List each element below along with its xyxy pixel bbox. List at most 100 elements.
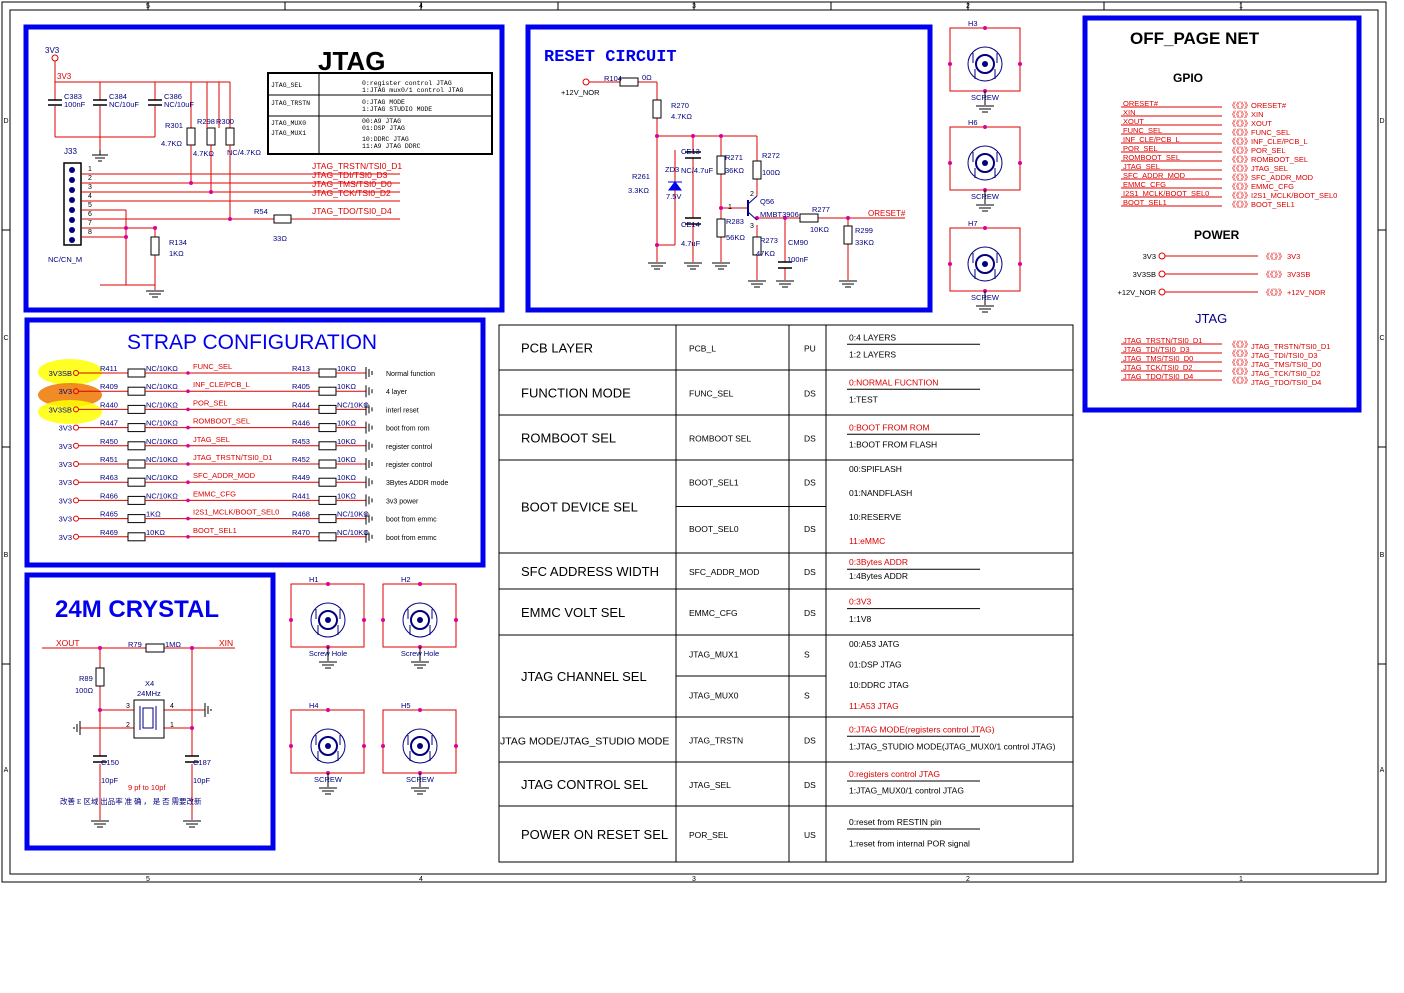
offpage-connector-icon: 《《》》 xyxy=(1228,367,1252,376)
config-option: 1:2 LAYERS xyxy=(849,349,896,359)
offpage-connector-icon: 《《》》 xyxy=(1262,252,1286,261)
net-label: JTAG_TCK/TSI0_D2 xyxy=(312,188,391,198)
connector-note: NC/CN_M xyxy=(48,255,82,264)
reset-section: RESET CIRCUIT +12V_NOR xyxy=(525,24,933,313)
res-ref: R272 xyxy=(762,151,780,160)
strap-net: SFC_ADDR_MOD xyxy=(193,471,256,480)
strap-power: 3V3 xyxy=(59,424,72,433)
screw-label: Screw Hole xyxy=(309,649,347,658)
strap-net: EMMC_CFG xyxy=(193,489,236,498)
config-type: DS xyxy=(804,608,816,618)
res-val: 100Ω xyxy=(762,168,781,177)
crystal-section: 24M CRYSTAL XOUT XIN R79 xyxy=(24,572,276,851)
res-ref: R271 xyxy=(725,153,743,162)
diode-val: 7.5V xyxy=(666,192,681,201)
jtag-section: JTAG JTAG_SEL 0:register control JTAG 1:… xyxy=(23,24,505,313)
gpio-net-right: SFC_ADDR_MOD xyxy=(1251,173,1314,182)
col-label: 1 xyxy=(1239,876,1243,883)
res-ref: R405 xyxy=(292,382,310,391)
pin-number: 5 xyxy=(88,202,92,209)
config-type: DS xyxy=(804,389,816,399)
gpio-net-left: ROMBOOT_SEL xyxy=(1123,153,1180,162)
config-option: 01:DSP JTAG xyxy=(849,660,902,670)
pin-number: 2 xyxy=(750,191,754,198)
power-net-right: 3V3SB xyxy=(1287,270,1310,279)
config-option: 00:A53 JATG xyxy=(849,639,899,649)
config-label: EMMC VOLT SEL xyxy=(521,605,625,620)
res-val: 10KΩ xyxy=(337,455,356,464)
screw-label: SCREW xyxy=(971,93,1000,102)
config-type: US xyxy=(804,830,816,840)
row-label: D xyxy=(1379,118,1384,125)
crystal-val: 24MHz xyxy=(137,689,161,698)
strap-net: POR_SEL xyxy=(193,398,228,407)
res-ref: R89 xyxy=(79,674,93,683)
config-type: S xyxy=(804,650,810,660)
offpage-connector-icon: 《《》》 xyxy=(1228,137,1252,146)
pin-number: 3 xyxy=(88,184,92,191)
res-val: 10KΩ xyxy=(337,437,356,446)
gpio-net-left: INF_CLE/PCB_L xyxy=(1123,135,1180,144)
jtag-table-desc: 00:A9 JTAG xyxy=(362,118,401,125)
strap-net: ROMBOOT_SEL xyxy=(193,417,250,426)
jtag-net-right: JTAG_TDO/TSI0_D4 xyxy=(1251,378,1321,387)
config-signal: POR_SEL xyxy=(689,830,728,840)
config-type: PU xyxy=(804,344,816,354)
strap-net: INF_CLE/PCB_L xyxy=(193,380,250,389)
res-val: 4.7KΩ xyxy=(161,139,182,148)
screw-label: SCREW xyxy=(971,293,1000,302)
config-option: 1:BOOT FROM FLASH xyxy=(849,439,937,449)
screw-ref: H3 xyxy=(968,19,978,28)
res-ref: R453 xyxy=(292,437,310,446)
pin-number: 2 xyxy=(126,722,130,729)
res-val: NC/10KΩ xyxy=(146,491,178,500)
transistor-ref: Q56 xyxy=(760,197,774,206)
config-signal: PCB_L xyxy=(689,344,716,354)
pin-number: 1 xyxy=(728,204,732,211)
config-signal: JTAG_MUX0 xyxy=(689,691,739,701)
res-ref: R104 xyxy=(604,74,622,83)
gpio-net-left: ORESET# xyxy=(1123,99,1159,108)
offpage-connector-icon: 《《》》 xyxy=(1228,358,1252,367)
config-label: JTAG MODE/JTAG_STUDIO MODE xyxy=(500,736,669,748)
res-ref: R270 xyxy=(671,101,689,110)
config-option: 01:NANDFLASH xyxy=(849,488,912,498)
power-label: 3V3 xyxy=(45,46,60,55)
offpage-connector-icon: 《《》》 xyxy=(1228,155,1252,164)
offpage-connector-icon: 《《》》 xyxy=(1228,376,1252,385)
config-type: DS xyxy=(804,567,816,577)
power-net-right: +12V_NOR xyxy=(1287,288,1326,297)
config-option: 0:3V3 xyxy=(849,597,871,607)
offpage-connector-icon: 《《》》 xyxy=(1262,288,1286,297)
gpio-net-left: JTAG_SEL xyxy=(1123,162,1160,171)
cap-val: 100nF xyxy=(64,100,86,109)
net-label: ORESET# xyxy=(868,209,906,218)
crystal-note-cn: 改善 E 区域 出品率 准 确 ， 是 否 需要改新 xyxy=(60,796,202,806)
supply-label: +12V_NOR xyxy=(561,88,600,97)
res-val: NC/10KΩ xyxy=(146,455,178,464)
config-type: DS xyxy=(804,780,816,790)
gpio-net-left: POR_SEL xyxy=(1123,144,1158,153)
gpio-net-left: FUNC_SEL xyxy=(1123,126,1162,135)
config-signal: EMMC_CFG xyxy=(689,608,738,618)
reset-title: RESET CIRCUIT xyxy=(544,48,677,67)
config-signal: BOOT_SEL0 xyxy=(689,524,739,534)
config-label: ROMBOOT SEL xyxy=(521,431,616,446)
res-val: NC/10KΩ xyxy=(146,364,178,373)
res-val: NC/10KΩ xyxy=(146,382,178,391)
res-ref: R441 xyxy=(292,491,310,500)
res-ref: R409 xyxy=(100,382,118,391)
strap-power: 3V3 xyxy=(59,442,72,451)
net-label: XOUT xyxy=(56,638,80,648)
row-label: C xyxy=(3,335,8,342)
res-ref: R447 xyxy=(100,419,118,428)
